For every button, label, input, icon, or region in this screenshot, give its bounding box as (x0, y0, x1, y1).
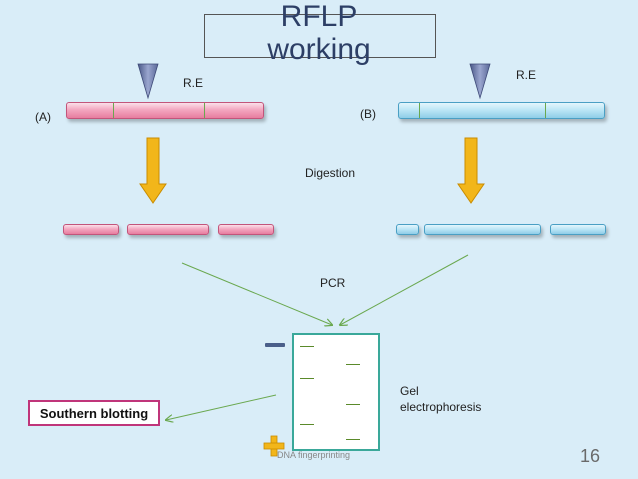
footer-text: DNA fingerprinting (277, 450, 351, 460)
restriction-site-b1 (419, 103, 420, 118)
sample-a-label: (A) (35, 110, 51, 124)
southern-blotting-label: Southern blotting (39, 405, 149, 421)
positive-electrode-icon (263, 435, 285, 457)
re-label-left: R.E (183, 76, 204, 90)
gel-band (300, 424, 314, 425)
negative-electrode-icon (265, 343, 285, 347)
pcr-label: PCR (320, 276, 346, 290)
gel-band (300, 378, 314, 379)
title-frame (204, 14, 436, 58)
fragment-b1 (396, 224, 419, 235)
gel-band (300, 346, 314, 347)
restriction-site-a2 (204, 103, 205, 118)
restriction-enzyme-right-icon (469, 63, 491, 100)
gel-label-line-1: Gel (400, 384, 419, 398)
fragment-a2 (127, 224, 209, 235)
title-line-1: RFLP (280, 0, 358, 33)
title-line-2: working (267, 33, 371, 66)
page-number: 16 (580, 446, 601, 466)
gel-box (292, 333, 380, 451)
pcr-line-left (181, 262, 332, 325)
gel-electrophoresis-label: Gel electrophoresis (400, 383, 481, 415)
restriction-site-b2 (545, 103, 546, 118)
fragment-a1 (63, 224, 119, 235)
gel-band (346, 404, 360, 405)
sample-b-label: (B) (360, 107, 376, 121)
digestion-arrow-right (457, 137, 485, 204)
fragment-b3 (550, 224, 606, 235)
southern-arrow (166, 394, 277, 420)
restriction-enzyme-left-icon (137, 63, 159, 100)
slide-title: RFLP working (204, 0, 434, 66)
fragment-b2 (424, 224, 541, 235)
re-label-right: R.E (516, 68, 537, 82)
digestion-label: Digestion (305, 166, 356, 180)
dna-strand-b (398, 102, 605, 119)
southern-blotting-box: Southern blotting (28, 400, 160, 426)
gel-label-line-2: electrophoresis (400, 400, 482, 414)
restriction-site-a1 (113, 103, 114, 118)
gel-band (346, 364, 360, 365)
pcr-line-right (340, 254, 469, 325)
dna-strand-a (66, 102, 264, 119)
fragment-a3 (218, 224, 274, 235)
digestion-arrow-left (139, 137, 167, 204)
gel-band (346, 439, 360, 440)
